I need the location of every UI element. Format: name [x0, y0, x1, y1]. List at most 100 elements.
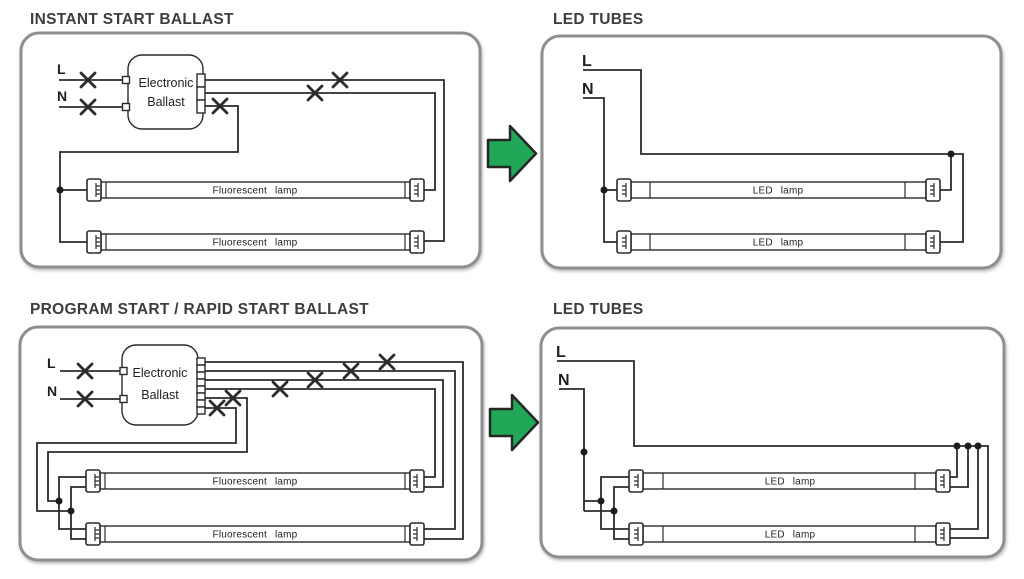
ballast-terminal: [196, 99, 206, 114]
ballast-terminal: [196, 86, 206, 101]
neutral-label: N: [582, 81, 594, 98]
tube-seam: [649, 182, 906, 198]
filament-pins: [95, 183, 419, 197]
filament-pins: [95, 235, 419, 249]
led-lamp-2: LED lamp: [628, 522, 951, 546]
lamp-label: Fluorescent lamp: [213, 530, 298, 541]
panel-frame: [539, 326, 1006, 559]
live-label: L: [582, 53, 592, 70]
live-label: L: [57, 61, 66, 77]
ballast-label-line2: Ballast: [147, 95, 185, 109]
ballast-wire: [205, 388, 436, 478]
neutral-wire: [583, 97, 617, 243]
ballast-terminal: [119, 366, 128, 376]
led-lamp-2: LED lamp: [616, 230, 941, 254]
lamp-endcap: [85, 522, 101, 546]
ballast-terminal: [196, 73, 206, 88]
ballast-wire: [36, 407, 237, 512]
lamp-label: LED lamp: [765, 477, 816, 488]
junction-dot: [580, 448, 588, 456]
ballast-wire: [205, 79, 445, 242]
ballast-wire: [205, 379, 444, 488]
live-branch-wire: [950, 446, 969, 488]
lamp-label: Fluorescent lamp: [213, 477, 298, 488]
lamp-label: LED lamp: [753, 238, 804, 249]
panel-led-tubes-top: LED TUBES LED lamp LED lamp: [540, 11, 1003, 270]
pin-contacts: [634, 527, 945, 541]
filament-feed-wire: [70, 486, 86, 540]
pin-contacts: [634, 474, 945, 488]
panel-title: LED TUBES: [553, 301, 644, 318]
neutral-branch-wire: [613, 486, 629, 540]
neutral-label: N: [57, 88, 67, 104]
junction-dot: [974, 442, 982, 450]
live-label: L: [47, 355, 56, 371]
junction-dot: [55, 497, 63, 505]
neutral-label: N: [558, 372, 570, 389]
fluorescent-lamp-2: Fluorescent lamp: [86, 230, 425, 254]
ballast-wire: [205, 370, 456, 530]
panel-instant-start: INSTANT START BALLAST Fluorescent lamp: [19, 11, 482, 269]
live-wire: [557, 360, 989, 539]
panel-program-start: PROGRAM START / RAPID START BALLAST Fluo…: [18, 301, 484, 562]
live-branch-wire: [950, 446, 958, 478]
ballast-wire: [205, 92, 436, 191]
junction-dot: [56, 186, 64, 194]
wires: [36, 361, 464, 540]
wires: [583, 69, 964, 243]
wires: [557, 360, 989, 540]
panel-title: LED TUBES: [553, 11, 644, 28]
tube-seam: [104, 526, 406, 542]
live-wire: [583, 69, 964, 243]
junction-dot: [964, 442, 972, 450]
ballast-body: [121, 344, 199, 426]
live-label: L: [556, 344, 566, 361]
tube-seam: [105, 234, 406, 250]
led-lamp-1: LED lamp: [628, 469, 951, 493]
junction-dot: [953, 442, 961, 450]
wires: [59, 79, 445, 243]
ballast-label-line2: Ballast: [141, 388, 179, 402]
conversion-arrow-icon: [488, 393, 540, 452]
ballast-label-line1: Electronic: [139, 76, 194, 90]
ballast-wire: [59, 105, 239, 243]
tube-seam: [104, 473, 406, 489]
fluorescent-lamp-1: Fluorescent lamp: [85, 469, 425, 493]
ballast-terminal-strip: [196, 357, 206, 415]
junction-dot: [947, 150, 955, 158]
ballast-body: [127, 54, 204, 130]
junction-dot: [610, 507, 618, 515]
lamp-endcap: [86, 178, 102, 202]
tube-seam: [105, 182, 406, 198]
neutral-label: N: [47, 383, 57, 399]
lamp-label: Fluorescent lamp: [213, 238, 298, 249]
fluorescent-lamp-1: Fluorescent lamp: [86, 178, 425, 202]
lamp-endcap: [85, 469, 101, 493]
junction-dot: [67, 507, 75, 515]
tube-seam: [649, 234, 906, 250]
ballast-terminal: [121, 102, 131, 112]
junction-dot: [597, 497, 605, 505]
ballast-terminal: [121, 75, 131, 85]
pin-contacts: [622, 183, 935, 197]
conversion-arrow-icon: [486, 124, 538, 183]
panel-frame: [540, 34, 1003, 270]
lamp-label: Fluorescent lamp: [213, 186, 298, 197]
live-branch-wire: [940, 154, 952, 191]
panel-led-tubes-bottom: LED TUBES LED lamp: [539, 301, 1006, 559]
neutral-wire: [559, 388, 585, 511]
live-branch-wire: [950, 446, 979, 530]
tube-seam: [662, 473, 916, 489]
electronic-ballast: Electronic Ballast: [119, 344, 206, 426]
fluorescent-lamp-2: Fluorescent lamp: [85, 522, 425, 546]
ballast-label-line1: Electronic: [133, 366, 188, 380]
junction-dot: [600, 186, 608, 194]
lamp-label: LED lamp: [753, 186, 804, 197]
electronic-ballast: Electronic Ballast: [121, 54, 206, 130]
ballast-terminal: [119, 394, 128, 404]
filament-pins: [94, 474, 418, 488]
ballast-wire: [205, 361, 464, 540]
tube-seam: [662, 526, 916, 542]
